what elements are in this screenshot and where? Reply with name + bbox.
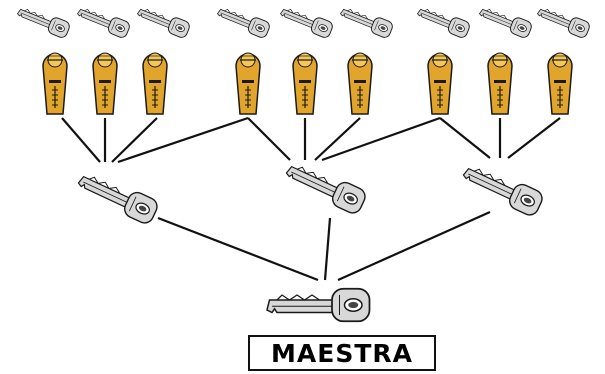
- key-icon: [74, 2, 132, 40]
- key-icon: [214, 2, 272, 40]
- key-icon: [337, 2, 395, 40]
- connector-line: [507, 117, 561, 159]
- connector-line: [61, 117, 101, 163]
- key-icon: [266, 287, 371, 323]
- connector-line: [247, 117, 291, 161]
- key-icon: [534, 2, 592, 40]
- key-icon: [134, 2, 192, 40]
- lock-cylinder-icon: [487, 52, 513, 115]
- lock-cylinder-icon: [427, 52, 453, 115]
- lock-cylinder-icon: [292, 52, 318, 115]
- key-icon: [14, 2, 72, 40]
- connector-line: [337, 210, 491, 282]
- connector-line: [117, 116, 249, 164]
- key-icon: [73, 166, 161, 227]
- lock-cylinder-icon: [547, 52, 573, 115]
- connector-line: [321, 116, 441, 162]
- individual-keys: [14, 2, 592, 40]
- master-label-box: MAESTRA: [248, 335, 436, 371]
- connector-line: [111, 117, 158, 163]
- lock-cylinder-icon: [347, 52, 373, 115]
- key-icon: [281, 156, 369, 217]
- key-icon: [414, 2, 472, 40]
- connector-line: [323, 217, 332, 281]
- lock-cylinder-icon: [142, 52, 168, 115]
- lock-cylinder-icon: [235, 52, 261, 115]
- lock-cylinders: [42, 52, 573, 115]
- lock-cylinder-icon: [92, 52, 118, 115]
- connection-lines: [61, 116, 561, 282]
- group-keys: [73, 156, 546, 227]
- connector-line: [439, 117, 491, 159]
- connector-line: [157, 216, 319, 282]
- connector-line: [314, 117, 361, 161]
- master-label: MAESTRA: [271, 338, 413, 368]
- key-icon: [277, 2, 335, 40]
- key-icon: [458, 158, 546, 219]
- lock-cylinder-icon: [42, 52, 68, 115]
- master-key: [266, 287, 371, 323]
- key-icon: [476, 2, 534, 40]
